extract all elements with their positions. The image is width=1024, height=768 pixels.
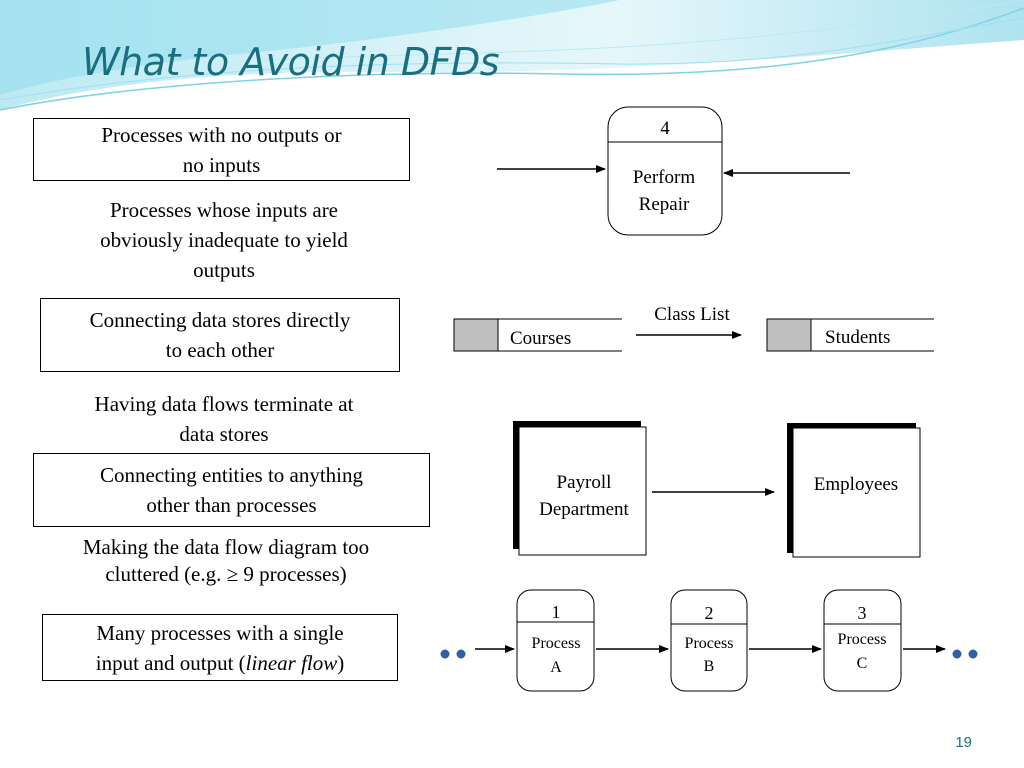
repair-process-number: 4	[660, 118, 670, 139]
process-c-label-2: C	[857, 655, 868, 672]
avoid-item-linear-prefix: input and output (	[95, 650, 246, 675]
payroll-entity-box	[518, 426, 647, 556]
ellipsis-dot-right-2	[968, 649, 978, 659]
avoid-item-linear-flow: Many processes with a single input and o…	[42, 614, 398, 681]
avoid-item-entities-line1: Connecting entities to anything	[99, 463, 364, 487]
slide-title: What to Avoid in DFDs	[82, 40, 500, 84]
class-list-flow-label: Class List	[654, 304, 730, 325]
header-wave-decoration	[0, 0, 1024, 111]
avoid-item-no-io-line2: no inputs	[182, 152, 261, 177]
entity-example: Payroll Department Employees	[513, 421, 921, 558]
process-c-label-1: Process	[838, 631, 887, 648]
avoid-item-store-to-store: Connecting data stores directly to each …	[40, 298, 400, 372]
process-c-box	[823, 589, 902, 692]
avoid-item-terminate-line1: Having data flows terminate at	[94, 392, 354, 416]
avoid-item-flows-terminate: Having data flows terminate at data stor…	[40, 389, 408, 449]
avoid-item-entities-line2: other than processes	[146, 493, 317, 517]
ellipsis-dot-right-1	[952, 649, 962, 659]
avoid-item-no-io: Processes with no outputs or no inputs	[33, 118, 410, 181]
repair-process-label-1: Perform	[633, 167, 695, 188]
avoid-item-store-line1: Connecting data stores directly	[89, 308, 351, 332]
avoid-item-no-io-line1: Processes with no outputs or	[101, 122, 342, 147]
avoid-item-inadequate-line1: Processes whose inputs are	[109, 198, 339, 222]
avoid-item-linear-line2: input and output (linear flow)	[96, 648, 345, 678]
employees-entity-box	[792, 427, 921, 558]
avoid-item-linear-suffix: )	[337, 650, 345, 675]
students-store-id-cell	[766, 318, 812, 352]
avoid-item-inadequate-line3: outputs	[193, 258, 255, 282]
avoid-item-terminate-line2: data stores	[179, 422, 269, 446]
process-a-label-1: Process	[532, 635, 581, 652]
avoid-item-inadequate-line2: obviously inadequate to yield	[100, 228, 348, 252]
avoid-item-cluttered-line2: cluttered (e.g. ≥ 9 processes)	[105, 562, 347, 586]
payroll-entity-label-1: Payroll	[557, 472, 612, 493]
process-c-number: 3	[858, 603, 867, 623]
employees-entity-label: Employees	[814, 474, 898, 495]
avoid-item-entities: Connecting entities to anything other th…	[33, 453, 430, 527]
payroll-entity-label-2: Department	[539, 499, 629, 520]
process-b-number: 2	[705, 603, 714, 623]
process-b-label-1: Process	[685, 635, 734, 652]
avoid-item-store-line2: to each other	[165, 338, 275, 362]
courses-store-id-cell	[453, 318, 499, 352]
page-number: 19	[955, 734, 972, 751]
process-a-box	[516, 589, 595, 692]
avoid-item-linear-line1: Many processes with a single	[96, 620, 344, 645]
courses-store-label: Courses	[510, 328, 571, 349]
avoid-item-linear-italic: linear flow	[245, 650, 338, 675]
ellipsis-dot-left-1	[440, 649, 450, 659]
process-b-box	[670, 589, 748, 692]
process-a-number: 1	[552, 602, 561, 622]
process-a-label-2: A	[550, 659, 562, 676]
repair-process-box	[607, 106, 723, 236]
students-store-label: Students	[825, 327, 890, 348]
process-b-label-2: B	[704, 658, 715, 675]
avoid-item-cluttered-line1: Making the data flow diagram too	[82, 535, 370, 559]
avoid-item-inadequate-inputs: Processes whose inputs are obviously ina…	[40, 195, 408, 285]
repair-example: 4 Perform Repair	[497, 106, 850, 236]
store-example: Courses Class List Students	[453, 304, 934, 352]
ellipsis-dot-left-2	[456, 649, 466, 659]
repair-process-label-2: Repair	[639, 194, 690, 215]
linear-example: 1 Process A 2 Process B 3 Process C	[440, 589, 978, 692]
avoid-item-cluttered: Making the data flow diagram too clutter…	[28, 534, 424, 588]
